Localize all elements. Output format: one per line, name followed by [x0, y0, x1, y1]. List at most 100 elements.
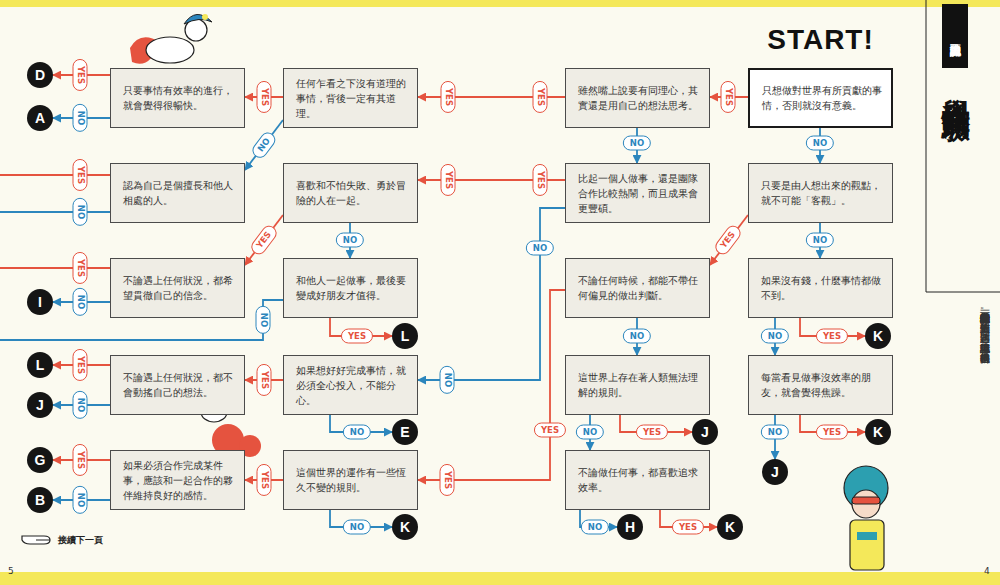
answer-pill: NO — [526, 241, 554, 256]
page-number: 4 — [984, 566, 990, 576]
question-box: 每當看見做事沒效率的朋友，就會覺得焦躁。 — [748, 355, 893, 415]
question-box: 任何乍看之下沒有道理的事情，背後一定有其道理。 — [283, 68, 418, 128]
question-text: 這世界上存在著人類無法理解的規則。 — [578, 370, 700, 400]
answer-pill: NO — [581, 520, 609, 535]
question-box: 如果想好好完成事情，就必須全心投入，不能分心。 — [283, 355, 418, 415]
result-letter: H — [625, 519, 635, 535]
hand-shape — [22, 536, 50, 544]
panel-rule — [926, 292, 1000, 293]
result-letter: K — [873, 328, 883, 344]
result-letter: I — [38, 294, 42, 310]
result-circle: I — [27, 289, 53, 315]
character-glasses — [852, 497, 880, 504]
answer-pill: YES — [816, 425, 848, 440]
answer-pill: NO — [623, 329, 651, 344]
mascot-top — [130, 14, 212, 64]
answer-pill: NO — [343, 520, 371, 535]
answer-pill: YES — [441, 81, 456, 113]
result-circle: L — [27, 352, 53, 378]
answer-pill: YES — [816, 329, 848, 344]
flow-connector — [418, 290, 565, 480]
question-text: 任何乍看之下沒有道理的事情，背後一定有其道理。 — [296, 76, 408, 121]
result-letter: E — [400, 424, 409, 440]
flow-connector — [418, 208, 565, 380]
offpage-line — [0, 174, 110, 176]
test-title: 學科性向測驗 — [938, 76, 972, 94]
result-letter: J — [36, 397, 44, 413]
question-box: 這世界上存在著人類無法理解的規則。 — [565, 355, 710, 415]
question-text: 如果沒有錢，什麼事情都做不到。 — [761, 273, 883, 303]
answer-pill: NO — [761, 329, 789, 344]
mascot-dot — [202, 14, 208, 20]
result-circle: K — [865, 419, 891, 445]
character-hair — [844, 466, 888, 510]
question-box: 這個世界的運作有一些恆久不變的規則。 — [283, 450, 418, 510]
flow-connector — [245, 120, 283, 170]
result-letter: K — [873, 424, 883, 440]
result-circle: K — [865, 323, 891, 349]
answer-pill: NO — [343, 425, 371, 440]
answer-pill: YES — [248, 223, 279, 258]
result-letter: D — [35, 67, 45, 83]
answer-pill: NO — [256, 306, 271, 334]
question-text: 雖然嘴上說要有同理心，其實還是用自己的想法思考。 — [578, 83, 700, 113]
answer-pill: NO — [440, 366, 455, 394]
top-band — [0, 0, 1000, 7]
result-letter: A — [35, 110, 45, 126]
question-text: 不論任何時候，都能不帶任何偏見的做出判斷。 — [578, 273, 700, 303]
answer-pill: YES — [440, 464, 455, 496]
answer-pill: YES — [73, 444, 88, 476]
answer-pill: YES — [341, 329, 373, 344]
answer-pill: NO — [249, 129, 278, 161]
result-circle: K — [392, 514, 418, 540]
answer-pill: YES — [257, 364, 272, 396]
result-circle: K — [717, 514, 743, 540]
question-box: 和他人一起做事，最後要變成好朋友才值得。 — [283, 258, 418, 318]
question-box: 不論遇上任何狀況，都不會動搖自己的想法。 — [110, 355, 245, 415]
question-text: 比起一個人做事，還是團隊合作比較熱鬧，而且成果會更豐碩。 — [578, 171, 700, 216]
flow-connector — [245, 215, 283, 265]
question-text: 喜歡和不怕失敗、勇於冒險的人在一起。 — [296, 178, 408, 208]
result-circle: L — [392, 323, 418, 349]
answer-pill: YES — [257, 464, 272, 496]
question-box: 不論做任何事，都喜歡追求效率。 — [565, 450, 710, 510]
answer-pill: YES — [441, 164, 456, 196]
result-circle: A — [27, 105, 53, 131]
page-number: 5 — [8, 566, 14, 576]
answer-pill: YES — [73, 349, 88, 381]
question-box: 雖然嘴上說要有同理心，其實還是用自己的想法思考。 — [565, 68, 710, 128]
answer-pill: NO — [806, 136, 834, 151]
answer-pill: YES — [73, 59, 88, 91]
mascot-body — [146, 37, 194, 63]
question-text: 不論遇上任何狀況，都不會動搖自己的想法。 — [123, 370, 235, 400]
question-box: 如果沒有錢，什麼事情都做不到。 — [748, 258, 893, 318]
answer-pill: YES — [533, 164, 548, 196]
result-circle: D — [27, 62, 53, 88]
answer-pill: NO — [73, 104, 88, 132]
answer-pill: NO — [336, 233, 364, 248]
question-box: 比起一個人做事，還是團隊合作比較熱鬧，而且成果會更豐碩。 — [565, 163, 710, 223]
question-text: 如果想好好完成事情，就必須全心投入，不能分心。 — [296, 363, 408, 408]
result-letter: K — [725, 519, 735, 535]
answer-pill: YES — [721, 81, 736, 113]
question-box: 如果必須合作完成某件事，應該和一起合作的夥伴維持良好的感情。 — [110, 450, 245, 510]
answer-pill: NO — [73, 198, 88, 226]
answer-pill: YES — [73, 159, 88, 191]
answer-pill: NO — [576, 425, 604, 440]
answer-pill: YES — [712, 223, 743, 258]
question-box: 不論遇上任何狀況，都希望貫徹自己的信念。 — [110, 258, 245, 318]
question-text: 只要事情有效率的進行，就會覺得很暢快。 — [123, 83, 235, 113]
answer-pill: NO — [73, 391, 88, 419]
bottom-band — [0, 572, 1000, 585]
answer-pill: NO — [73, 288, 88, 316]
panel-rule — [926, 0, 927, 292]
side-heading: 更認識自己的 — [942, 4, 968, 68]
mascot-hair — [184, 14, 212, 24]
result-circle: J — [27, 392, 53, 418]
result-letter: G — [35, 452, 46, 468]
answer-pill: NO — [623, 136, 651, 151]
flow-connector — [710, 215, 748, 265]
intro-caption: 這是根據一千七百五十七位學者的思考特質所設計的學科性向測驗。請依照你的第一直覺，… — [978, 305, 992, 483]
question-box: 喜歡和不怕失敗、勇於冒險的人在一起。 — [283, 163, 418, 223]
question-text: 每當看見做事沒效率的朋友，就會覺得焦躁。 — [761, 370, 883, 400]
